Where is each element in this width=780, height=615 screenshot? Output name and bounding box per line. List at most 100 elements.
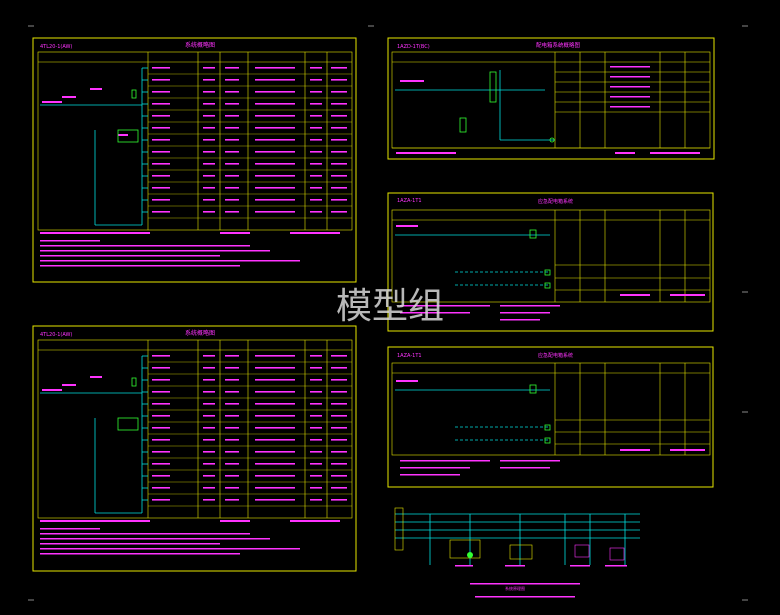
- cell-text-mark: [203, 415, 215, 417]
- panel-4-title: 应急配电箱系统: [538, 198, 573, 205]
- cell-text-mark: [203, 199, 215, 201]
- cell-text-mark: [331, 367, 347, 369]
- cell-text-mark: [310, 379, 322, 381]
- cell-text-mark: [331, 439, 347, 441]
- cell-text-mark: [203, 79, 215, 81]
- cell-text-mark: [203, 115, 215, 117]
- cell-text-mark: [331, 379, 347, 381]
- panel-1-distribution-diagram: 4TL20-1(AW) 系统概略图: [32, 37, 357, 283]
- registration-marks: [28, 25, 748, 601]
- cell-text-mark: [152, 187, 170, 189]
- cell-text-mark: [152, 103, 170, 105]
- cell-text-mark: [331, 67, 347, 69]
- cell-text-mark: [331, 199, 347, 201]
- panel-5-title: 应急配电箱系统: [538, 352, 573, 359]
- cell-text-mark: [152, 451, 170, 453]
- cell-text-mark: [310, 163, 322, 165]
- cell-text-mark: [255, 151, 295, 153]
- cell-text-mark: [310, 91, 322, 93]
- cell-text-mark: [152, 211, 170, 213]
- cell-text-mark: [310, 439, 322, 441]
- cell-text-mark: [310, 199, 322, 201]
- cell-text-mark: [255, 463, 295, 465]
- cell-text-mark: [331, 103, 347, 105]
- cell-text-mark: [255, 379, 295, 381]
- cell-text-mark: [152, 475, 170, 477]
- cell-text-mark: [255, 163, 295, 165]
- cell-text-mark: [203, 487, 215, 489]
- cell-text-mark: [203, 91, 215, 93]
- panel-1-title: 系统概略图: [185, 41, 215, 49]
- cell-text-mark: [225, 427, 239, 429]
- cell-text-mark: [255, 427, 295, 429]
- cell-text-mark: [255, 139, 295, 141]
- cell-text-mark: [152, 115, 170, 117]
- cell-text-mark: [331, 391, 347, 393]
- panel-6-control-schematic: 系统原理图: [394, 507, 640, 598]
- cell-text-mark: [225, 451, 239, 453]
- cell-text-mark: [331, 427, 347, 429]
- cell-text-mark: [225, 79, 239, 81]
- cell-text-mark: [225, 463, 239, 465]
- panel-2-distribution-diagram: 4TL20-1(AW) 系统概略图: [32, 325, 357, 572]
- cell-text-mark: [255, 367, 295, 369]
- cell-text-mark: [225, 211, 239, 213]
- cell-text-mark: [203, 151, 215, 153]
- cell-text-mark: [225, 391, 239, 393]
- cell-text-mark: [152, 403, 170, 405]
- cell-text-mark: [152, 199, 170, 201]
- cell-text-mark: [310, 211, 322, 213]
- cell-text-mark: [331, 403, 347, 405]
- cell-text-mark: [331, 487, 347, 489]
- cell-text-mark: [203, 367, 215, 369]
- cell-text-mark: [152, 67, 170, 69]
- cell-text-mark: [152, 163, 170, 165]
- cell-text-mark: [225, 103, 239, 105]
- cell-text-mark: [152, 91, 170, 93]
- cell-text-mark: [203, 463, 215, 465]
- cell-text-mark: [310, 127, 322, 129]
- cell-text-mark: [310, 175, 322, 177]
- cell-text-mark: [310, 487, 322, 489]
- cell-text-mark: [225, 175, 239, 177]
- panel-3-distribution-box: 1AZD-1T(BC) 配电箱系统概略图: [387, 37, 715, 160]
- cell-text-mark: [225, 379, 239, 381]
- panel-3-title: 配电箱系统概略图: [536, 41, 581, 49]
- cell-text-mark: [255, 175, 295, 177]
- cell-text-mark: [310, 151, 322, 153]
- cell-text-mark: [203, 379, 215, 381]
- cell-text-mark: [255, 127, 295, 129]
- cell-text-mark: [152, 427, 170, 429]
- indicator-lamp-icon: [467, 552, 473, 558]
- cell-text-mark: [310, 103, 322, 105]
- cell-text-mark: [331, 211, 347, 213]
- cell-text-mark: [310, 79, 322, 81]
- cell-text-mark: [310, 391, 322, 393]
- cell-text-mark: [331, 139, 347, 141]
- panel-6-title: 系统原理图: [505, 585, 525, 591]
- cell-text-mark: [310, 115, 322, 117]
- cell-text-mark: [255, 355, 295, 357]
- cell-text-mark: [225, 91, 239, 93]
- cell-text-mark: [310, 187, 322, 189]
- panel-5-tag: 1AZA-1T1: [397, 353, 422, 359]
- cell-text-mark: [225, 475, 239, 477]
- cell-text-mark: [152, 127, 170, 129]
- cell-text-mark: [255, 451, 295, 453]
- cell-text-mark: [255, 187, 295, 189]
- cell-text-mark: [331, 451, 347, 453]
- cell-text-mark: [225, 439, 239, 441]
- cell-text-mark: [152, 415, 170, 417]
- cell-text-mark: [225, 367, 239, 369]
- cell-text-mark: [203, 439, 215, 441]
- cell-text-mark: [225, 67, 239, 69]
- cell-text-mark: [310, 427, 322, 429]
- cell-text-mark: [310, 451, 322, 453]
- cell-text-mark: [152, 79, 170, 81]
- cell-text-mark: [331, 475, 347, 477]
- cell-text-mark: [203, 391, 215, 393]
- cell-text-mark: [310, 499, 322, 501]
- cell-text-mark: [225, 163, 239, 165]
- cell-text-mark: [331, 115, 347, 117]
